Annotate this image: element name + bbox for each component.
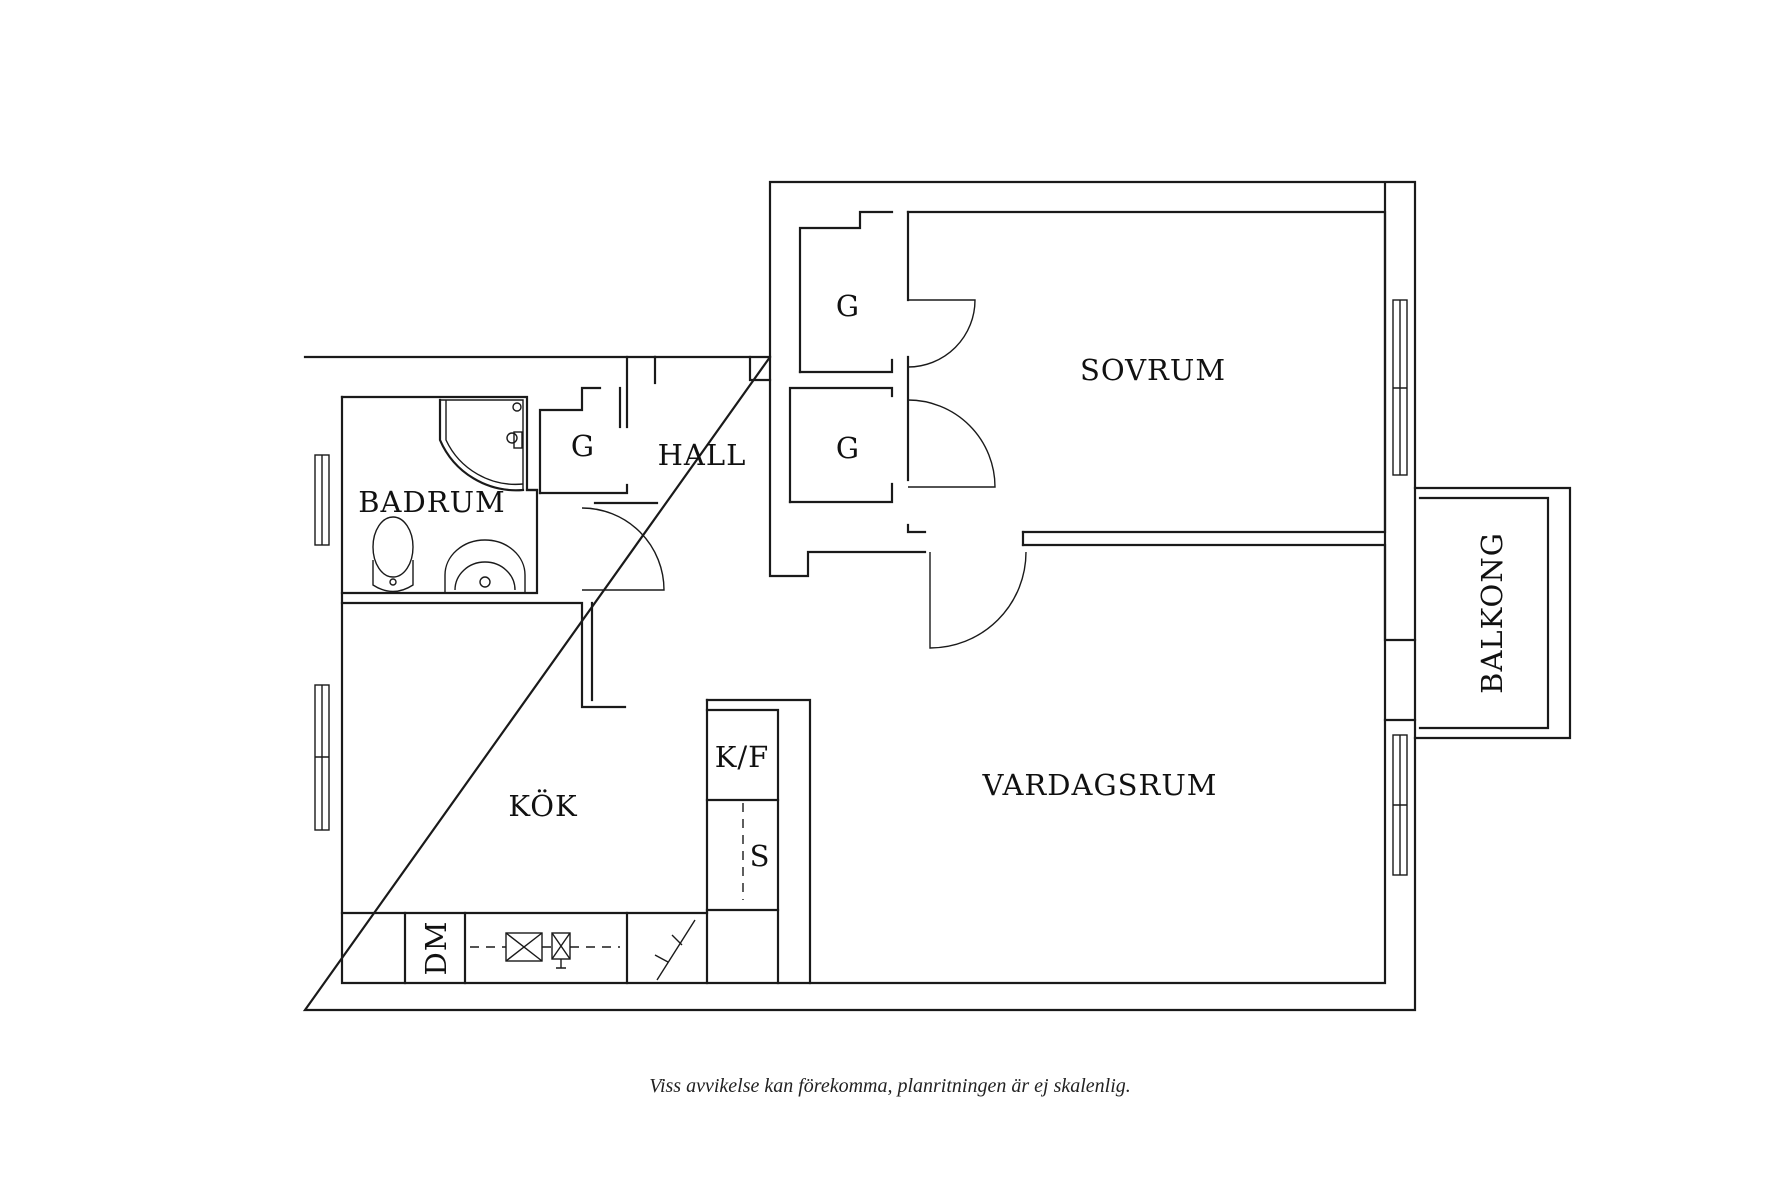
faucet-icon (551, 932, 620, 969)
stove-icon (470, 932, 552, 962)
hall-closet (538, 355, 772, 505)
room-label-badrum: BADRUM (358, 485, 505, 519)
disclaimer-note: Viss avvikelse kan förekomma, planritnin… (649, 1075, 1131, 1097)
closet-label-hall: G (571, 429, 595, 463)
fixture-label-dishwasher: DM (419, 921, 453, 976)
livingroom-walls (1021, 486, 1572, 740)
counter-hatch (654, 919, 696, 981)
closet-label-lower: G (836, 431, 860, 465)
fixture-label-fridge-freezer: K/F (715, 740, 770, 774)
room-label-sovrum: SOVRUM (1080, 353, 1226, 387)
fixture-label-cabinet: S (750, 839, 771, 873)
sovrum-walls (906, 210, 1387, 547)
shower-icon (438, 398, 525, 492)
bathroom-walls (340, 395, 627, 709)
room-label-vardagsrum: VARDAGSRUM (982, 768, 1218, 802)
room-label-kok: KÖK (508, 788, 578, 823)
closets-right (768, 210, 927, 578)
kitchen-walls (340, 698, 812, 985)
toilet-icon (372, 516, 414, 593)
windows (314, 299, 1408, 876)
sink-icon (444, 539, 526, 594)
room-label-hall: HALL (658, 438, 747, 472)
room-label-balkong: BALKONG (1475, 532, 1509, 694)
doors (581, 299, 1027, 649)
closet-label-upper: G (836, 289, 860, 323)
